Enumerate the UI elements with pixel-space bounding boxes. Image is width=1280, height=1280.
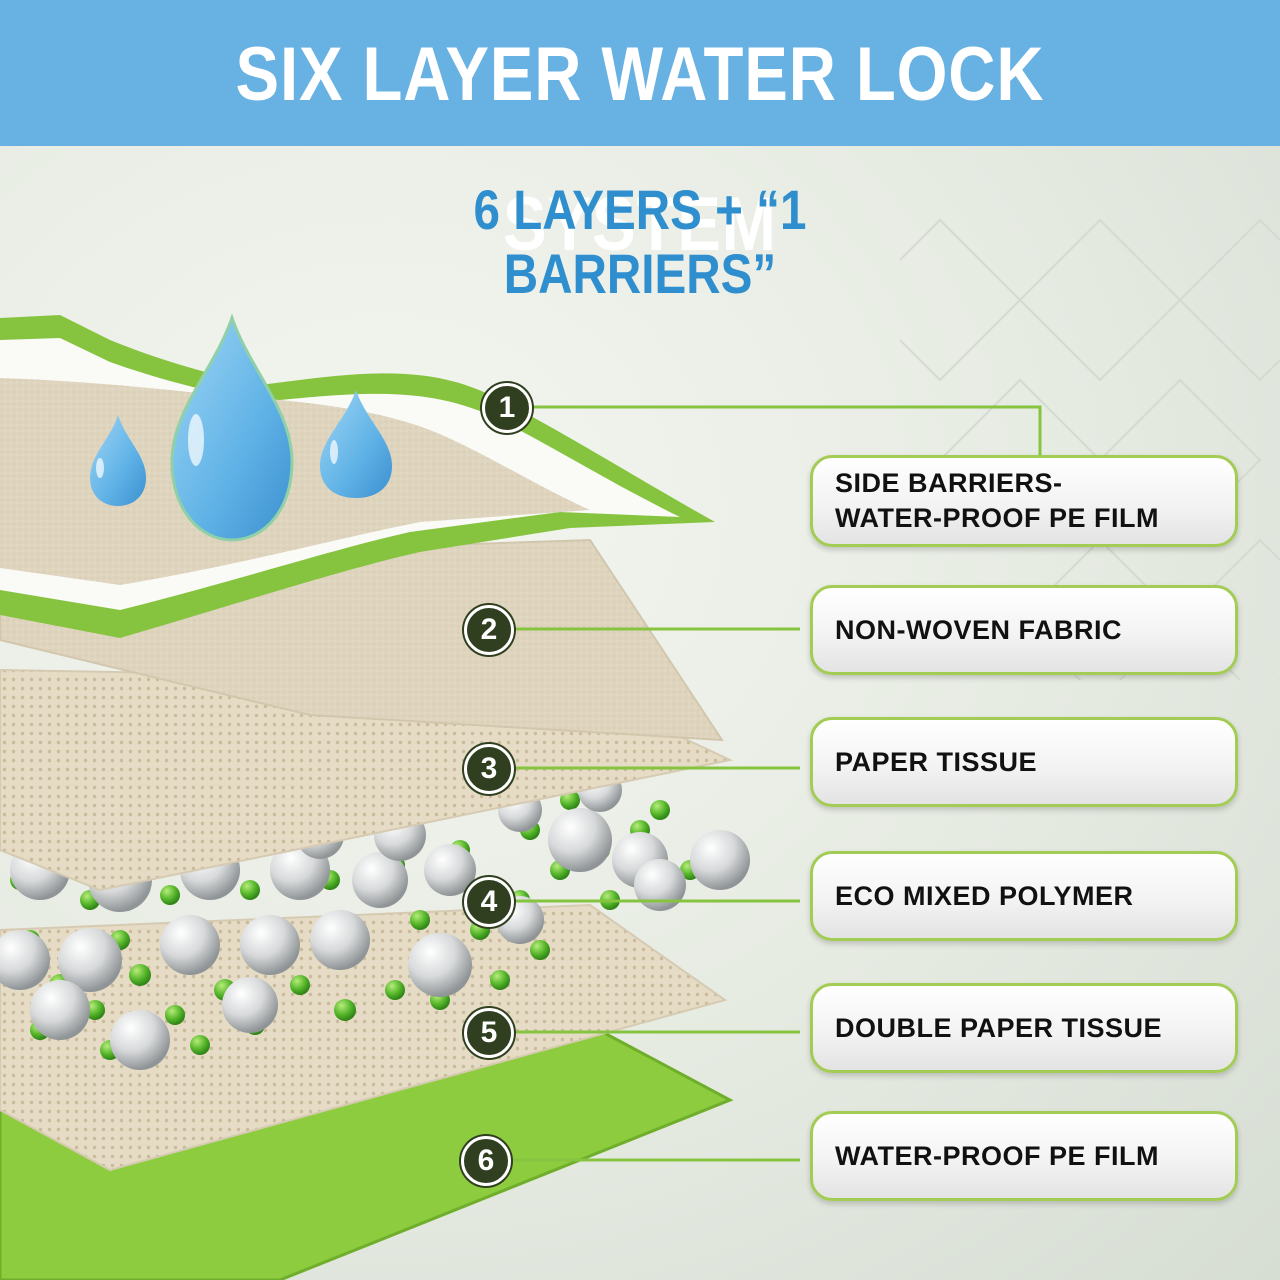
layer-label-6-text: WATER-PROOF PE FILM — [835, 1140, 1159, 1171]
layer-label-4-text: ECO MIXED POLYMER — [835, 880, 1134, 911]
leader-line-1 — [528, 405, 1042, 457]
layer-badge-4: 4 — [464, 877, 514, 927]
water-drop-icons — [90, 313, 392, 542]
page-subtitle: 6 LAYERS + “1 BARRIERS” — [473, 178, 807, 305]
layer-label-3-text: PAPER TISSUE — [835, 746, 1038, 777]
layer-label-3: PAPER TISSUE — [810, 717, 1238, 807]
layer-label-4: ECO MIXED POLYMER — [810, 851, 1238, 941]
layer-label-5-text: DOUBLE PAPER TISSUE — [835, 1012, 1163, 1043]
layer-badge-2: 2 — [464, 605, 514, 655]
layer-label-5: DOUBLE PAPER TISSUE — [810, 983, 1238, 1073]
layer-badge-3: 3 — [464, 744, 514, 794]
layer-label-1: SIDE BARRIERS- WATER-PROOF PE FILM — [810, 455, 1238, 547]
layer-label-6: WATER-PROOF PE FILM — [810, 1111, 1238, 1201]
layer-badge-1: 1 — [482, 383, 532, 433]
layer-label-2-text: NON-WOVEN FABRIC — [835, 614, 1122, 645]
header-banner — [0, 0, 1280, 146]
layer-label-1-text: SIDE BARRIERS- WATER-PROOF PE FILM — [835, 468, 1159, 533]
layer-badge-6: 6 — [461, 1136, 511, 1186]
layer-badge-5: 5 — [464, 1008, 514, 1058]
page-title: SIX LAYER WATER LOCK SYSTEM — [235, 32, 1045, 267]
layer-label-2: NON-WOVEN FABRIC — [810, 585, 1238, 675]
